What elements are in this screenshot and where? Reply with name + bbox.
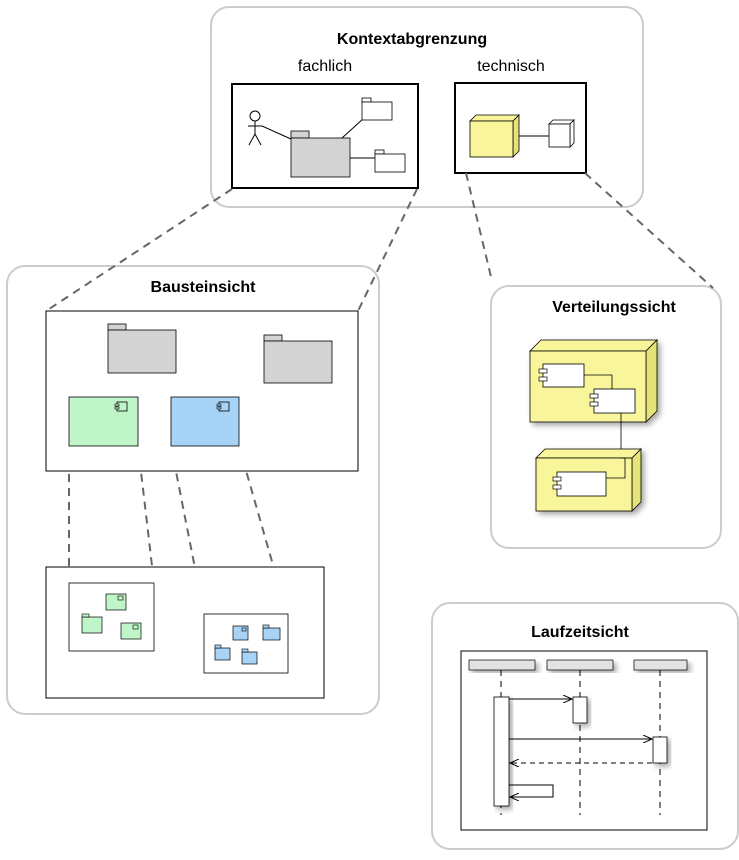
kontext-title: Kontextabgrenzung bbox=[337, 31, 487, 48]
self-message-arrow bbox=[509, 784, 554, 797]
small-component-blue-icon bbox=[262, 624, 281, 641]
refinement-connectors bbox=[45, 172, 714, 615]
deployment-component-icon bbox=[538, 363, 585, 388]
package-icon bbox=[107, 323, 177, 374]
small-component-blue-icon bbox=[232, 625, 249, 641]
deployment-component-icon bbox=[552, 471, 607, 497]
small-component-green-icon bbox=[81, 613, 103, 634]
component-blue-icon bbox=[170, 396, 240, 447]
neighbor-package-icon bbox=[374, 149, 406, 173]
small-component-blue-icon bbox=[241, 648, 258, 665]
activation-bar bbox=[493, 696, 510, 807]
node-icon bbox=[469, 114, 520, 158]
baustein-title: Bausteinsicht bbox=[151, 279, 257, 296]
lifelines bbox=[500, 670, 661, 815]
lifeline-header bbox=[468, 659, 536, 671]
actor-icon bbox=[248, 110, 262, 146]
small-component-green-icon bbox=[120, 622, 142, 640]
neighbor-package-icon bbox=[361, 97, 393, 121]
system-package-icon bbox=[290, 130, 351, 178]
small-component-blue-icon bbox=[214, 644, 231, 661]
node-icon bbox=[548, 119, 575, 148]
fachlich-context-box bbox=[231, 83, 419, 189]
activation-bar bbox=[572, 696, 588, 724]
fachlich-label: fachlich bbox=[298, 58, 352, 75]
component-green-icon bbox=[68, 396, 139, 447]
laufzeit-title: Laufzeitsicht bbox=[531, 624, 629, 641]
verteilung-title: Verteilungssicht bbox=[552, 299, 676, 316]
building-block-level1-box bbox=[45, 310, 359, 472]
deployment-component-icon bbox=[589, 388, 636, 414]
technisch-label: technisch bbox=[477, 58, 545, 75]
technisch-context-box bbox=[454, 82, 587, 174]
activation-bar bbox=[652, 736, 668, 764]
lifeline-header bbox=[546, 659, 614, 671]
package-icon bbox=[263, 334, 333, 384]
small-component-green-icon bbox=[105, 593, 127, 611]
lifeline-header bbox=[633, 659, 688, 671]
